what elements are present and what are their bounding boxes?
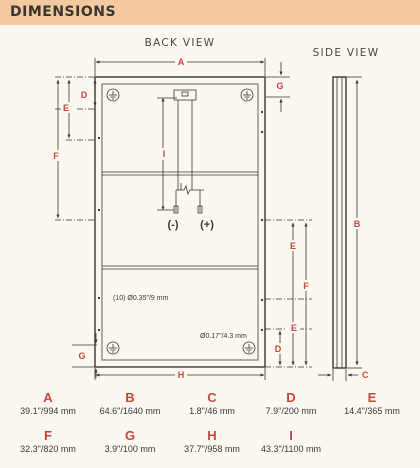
positive-connector <box>197 205 203 214</box>
holes-note: (10) Ø0.35"/9 mm <box>113 295 169 302</box>
panel-outer-frame <box>94 76 266 368</box>
ground-symbol-bottom-right <box>242 341 256 355</box>
section-title: DIMENSIONS <box>10 4 117 20</box>
junction-box <box>173 89 197 101</box>
spec-b-value: 64.6"/1640 mm <box>99 406 161 416</box>
spec-g-value: 3.9"/100 mm <box>104 444 156 454</box>
positive-label: (+) <box>200 219 214 231</box>
back-view-panel: (-) (+) (10) Ø0.35"/9 mm Ø0.17"/4.3 mm <box>94 76 266 368</box>
spec-h-letter: H <box>207 428 217 443</box>
spec-i-value: 43.3"/1100 mm <box>260 444 322 454</box>
dimension-c-label: C <box>362 370 369 380</box>
ground-symbol-top-right <box>240 88 254 102</box>
spec-e-value: 14.4"/365 mm <box>344 406 400 416</box>
side-view-panel <box>332 76 347 369</box>
spec-d-value: 7.9"/200 mm <box>265 406 317 416</box>
dimension-f-left-label: F <box>53 151 59 161</box>
side-view-title: SIDE VIEW <box>313 47 380 59</box>
spec-g-letter: G <box>124 428 136 443</box>
dimension-e-left-label: E <box>63 103 69 113</box>
negative-label: (-) <box>168 219 179 231</box>
spec-c-letter: C <box>207 390 217 405</box>
ground-symbol-bottom-left <box>106 341 120 355</box>
back-view-title: BACK VIEW <box>145 37 216 49</box>
spec-a-letter: A <box>43 390 53 405</box>
dimension-i-label: I <box>163 149 166 159</box>
dimension-g-bottom-label: G <box>78 351 85 361</box>
dimension-g-top-label: G <box>276 81 283 91</box>
spec-c-value: 1.8"/46 mm <box>189 406 235 416</box>
dimension-e-right-label: E <box>290 241 296 251</box>
mounting-holes <box>97 110 264 332</box>
dimension-d-right-label: D <box>275 344 282 354</box>
panel-inner-frame <box>101 83 259 361</box>
side-view-frame <box>332 76 347 369</box>
header-bar: DIMENSIONS <box>0 0 420 25</box>
dimension-d-top-label: D <box>81 90 88 100</box>
spec-h-value: 37.7"/958 mm <box>184 444 240 454</box>
dimension-h-label: H <box>178 370 185 380</box>
ground-symbol-top-left <box>106 88 120 102</box>
spec-a-value: 39.1"/994 mm <box>20 406 76 416</box>
spec-d-letter: D <box>286 390 296 405</box>
dimension-f-right-label: F <box>303 281 309 291</box>
spec-f-letter: F <box>44 428 52 443</box>
dimension-e-right-lower-label: E <box>291 323 297 333</box>
spec-e-letter: E <box>367 390 377 405</box>
spec-f-value: 32.3"/820 mm <box>20 444 76 454</box>
spec-i-letter: I <box>289 428 293 443</box>
spec-b-letter: B <box>125 390 135 405</box>
negative-connector <box>173 205 179 214</box>
dimension-b-label: B <box>354 219 361 229</box>
dimension-a-label: A <box>178 57 185 67</box>
ground-hole-note: Ø0.17"/4.3 mm <box>200 333 247 340</box>
